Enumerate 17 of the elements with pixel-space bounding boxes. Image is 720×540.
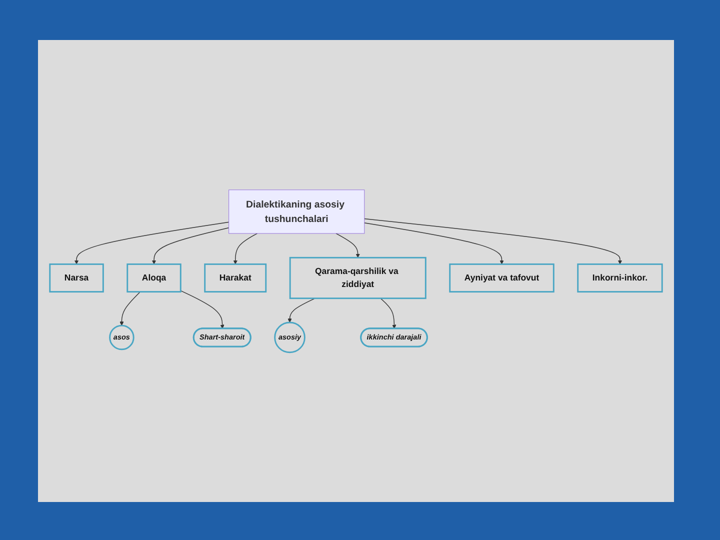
arrow (152, 227, 230, 264)
arrow (180, 290, 224, 329)
arrow (288, 298, 316, 323)
node-box: Narsa (49, 263, 104, 292)
arrow (74, 222, 230, 264)
node-box: Ayniyat va tafovut (449, 263, 554, 292)
arrow (380, 298, 396, 329)
arrow (364, 218, 622, 264)
node-box: Harakat (204, 263, 267, 292)
node-box: Qarama-qarshilik va ziddiyat (289, 256, 426, 299)
node-box: Aloqa (126, 263, 182, 292)
node-box: Dialektikaning asosiy tushunchalari (228, 190, 365, 234)
arrow (364, 222, 504, 264)
node-box: Inkorni-inkor. (577, 263, 663, 292)
arrow (336, 232, 360, 258)
arrow (233, 232, 258, 264)
arrow (120, 291, 141, 326)
